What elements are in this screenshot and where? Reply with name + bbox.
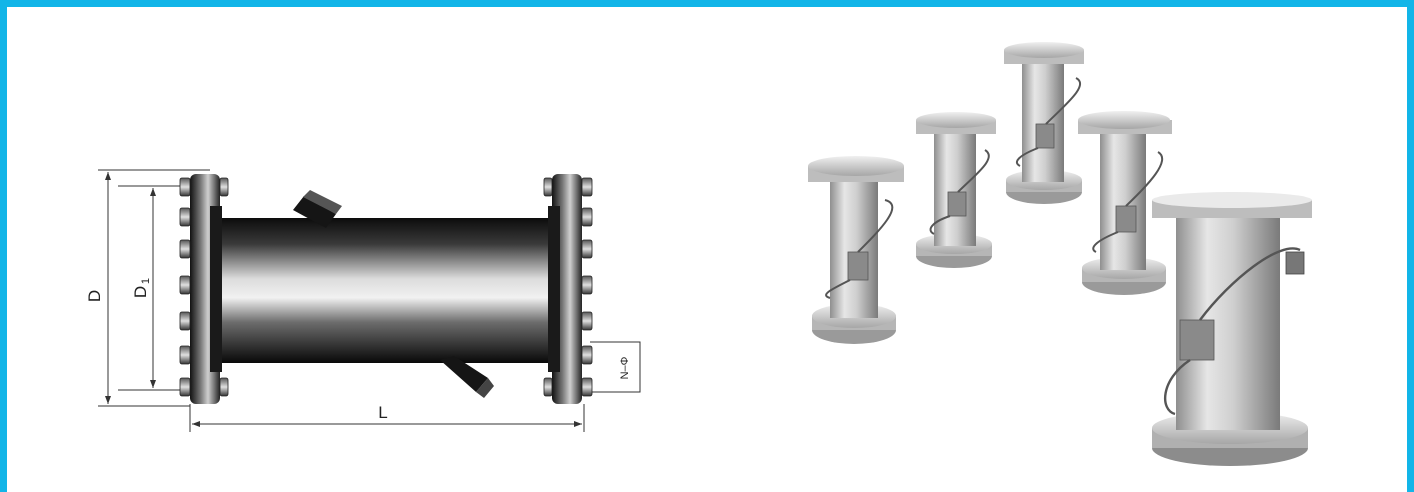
dimension-arrows xyxy=(105,172,582,427)
label-bolt-circle-subscript: 1 xyxy=(140,278,152,284)
dimension-lines xyxy=(98,169,641,432)
transducer-bottom xyxy=(440,356,494,398)
flow-meter-5 xyxy=(1152,192,1312,466)
flow-meter-2 xyxy=(916,112,996,268)
right-flange xyxy=(548,174,582,404)
label-length: L xyxy=(378,403,387,422)
flow-meter-photo-group xyxy=(808,42,1312,466)
transducer-top xyxy=(293,190,342,228)
flow-meter-3 xyxy=(1004,42,1084,204)
label-bolts: N–Φ xyxy=(619,356,631,379)
label-bolt-circle: D xyxy=(131,286,150,298)
flange-bolts xyxy=(179,177,593,397)
label-outer-diameter: D xyxy=(85,290,104,302)
left-flange xyxy=(190,174,222,404)
flow-meter-1 xyxy=(808,156,904,344)
flow-meter-4 xyxy=(1078,111,1172,295)
pipe-body xyxy=(218,218,558,363)
